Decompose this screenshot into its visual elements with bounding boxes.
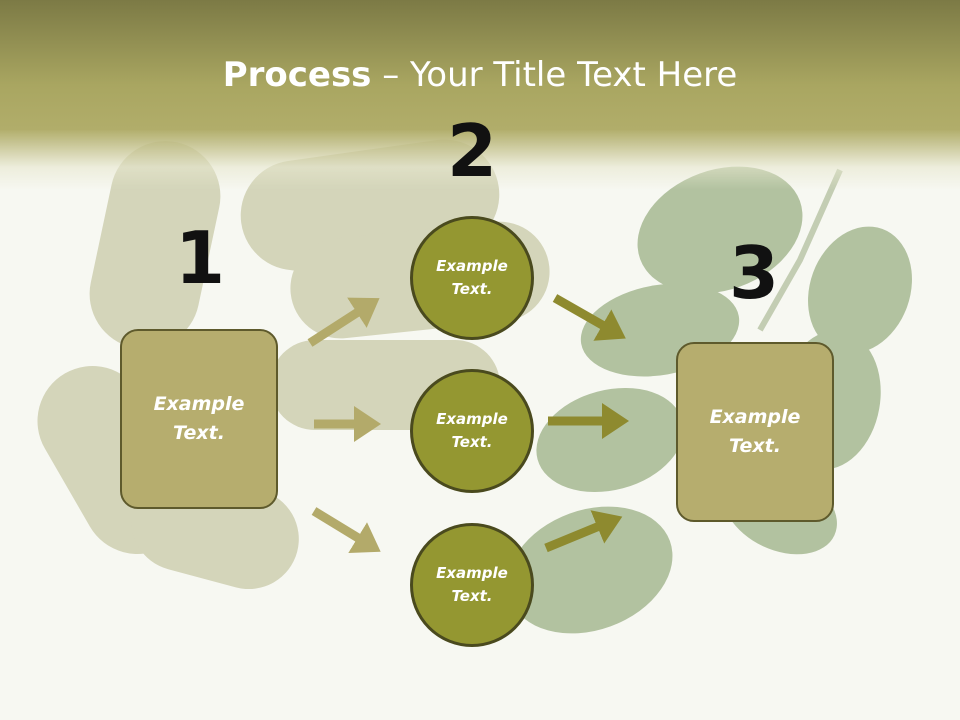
right-box: Example Text. <box>676 342 834 522</box>
arrow-left-to-top <box>307 297 380 347</box>
header-band <box>0 0 960 190</box>
circle-middle: Example Text. <box>410 369 534 493</box>
step-number-3: 3 <box>728 231 780 315</box>
arrow-bottom-to-right <box>544 510 623 553</box>
step-number-1: 1 <box>174 216 226 300</box>
title-rest: – Your Title Text Here <box>371 55 738 95</box>
title-bold: Process <box>222 55 372 95</box>
slide-title: Process – Your Title Text Here <box>0 55 960 95</box>
circle-bottom: Example Text. <box>410 523 534 647</box>
step-number-2: 2 <box>446 109 498 193</box>
circle-bottom-text: Example Text. <box>436 564 508 605</box>
circle-middle-text: Example Text. <box>436 410 508 451</box>
right-box-text: Example Text. <box>709 406 801 457</box>
circle-top: Example Text. <box>410 216 534 340</box>
left-box-text: Example Text. <box>153 393 245 444</box>
left-box: Example Text. <box>120 329 278 509</box>
circle-top-text: Example Text. <box>436 257 508 298</box>
arrow-top-to-right <box>552 294 626 341</box>
arrow-left-to-bottom <box>311 507 381 553</box>
